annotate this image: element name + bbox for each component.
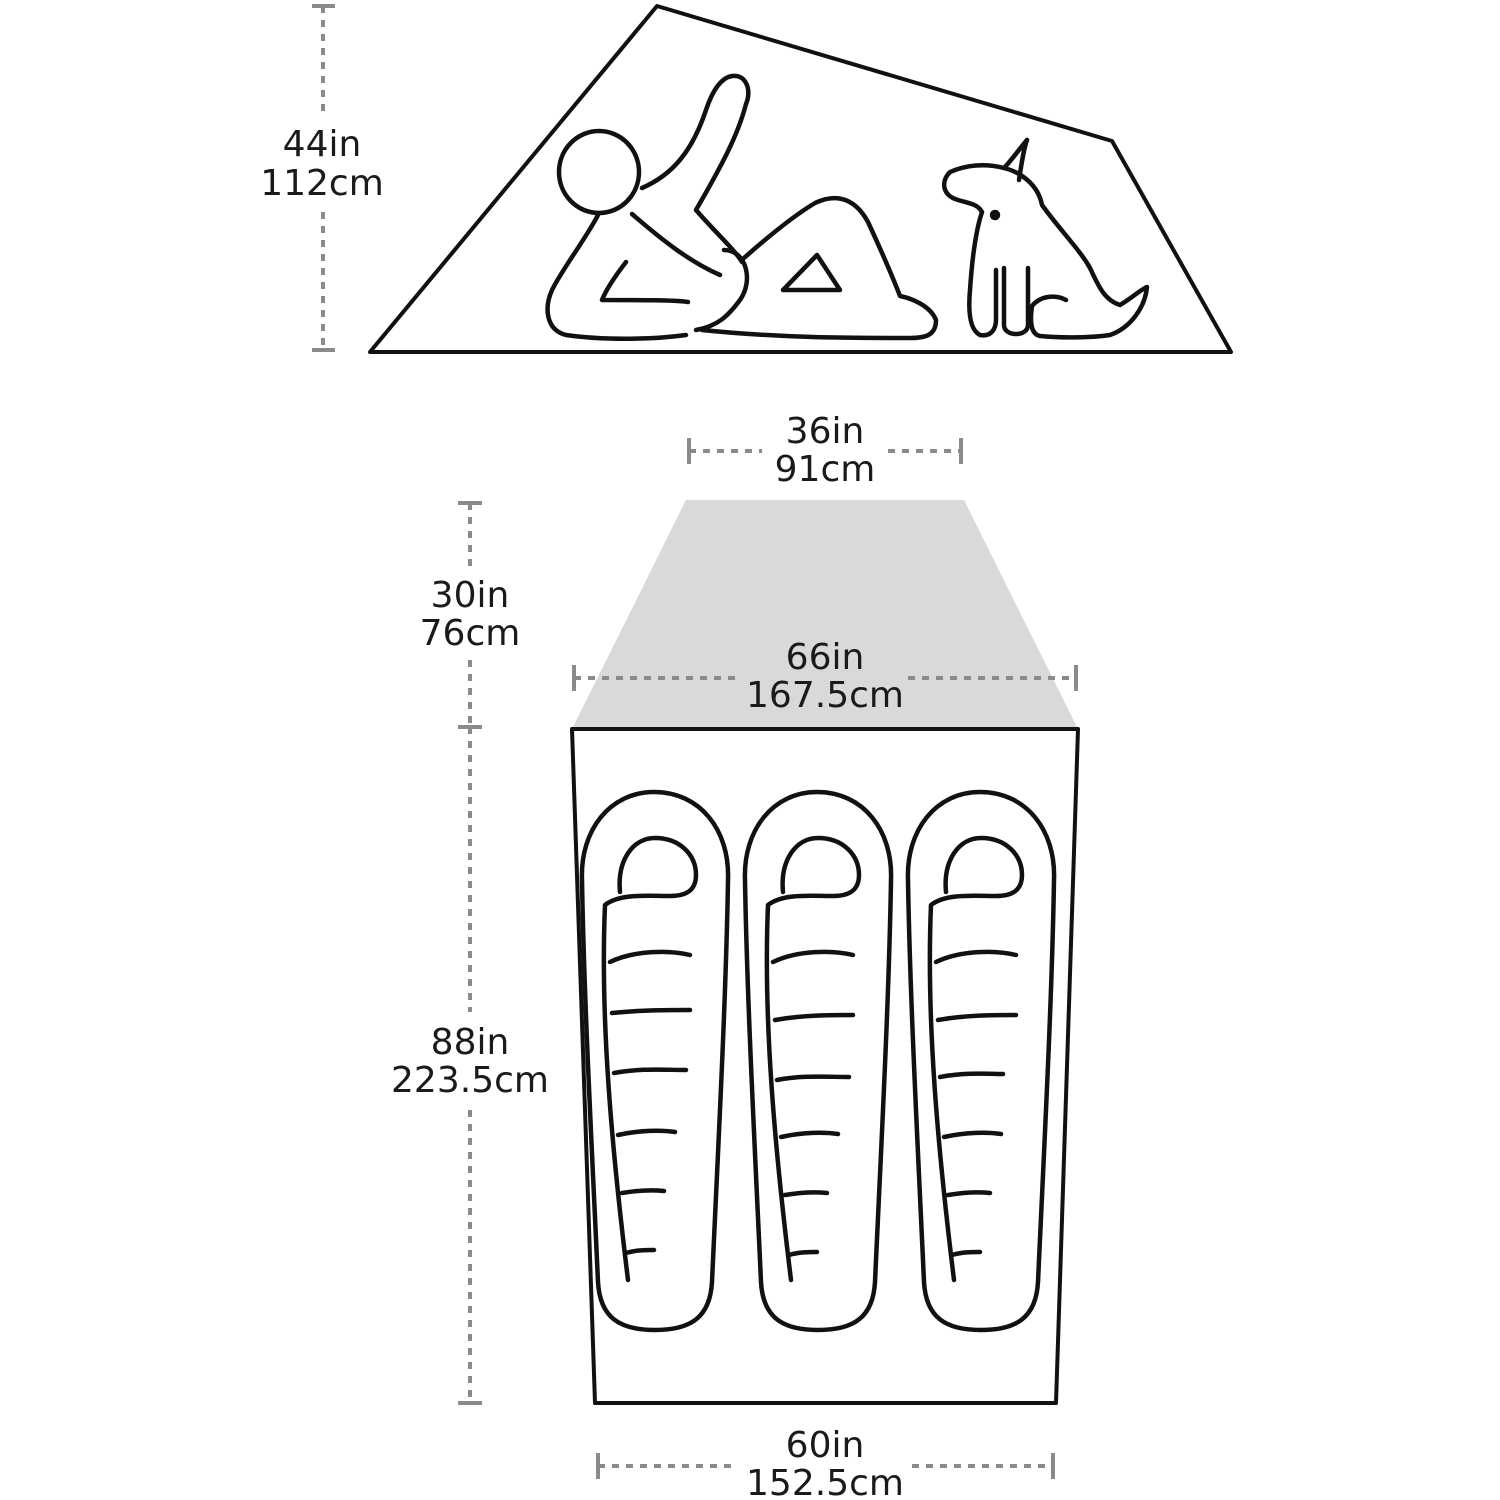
height-cm-label: 112cm	[260, 163, 384, 204]
vestibule-depth-in-label: 30in	[431, 575, 510, 616]
sleeping-bags	[579, 789, 1057, 1333]
height-dimension: 44in 112cm	[260, 4, 384, 352]
vestibule-depth-dimension: 30in 76cm	[420, 501, 521, 729]
vestibule-area	[572, 500, 1078, 729]
vestibule-top-dimension: 36in 91cm	[687, 411, 963, 490]
foot-width-cm-label: 152.5cm	[746, 1463, 904, 1500]
person-reclining-icon	[545, 73, 939, 341]
vestibule-top-in-label: 36in	[786, 411, 865, 452]
dog-sitting-icon	[941, 137, 1150, 340]
side-view: 44in 112cm	[260, 4, 1233, 354]
head-width-in-label: 66in	[786, 637, 865, 678]
floor-plan: 36in 91cm 66in 167.5cm 60in 152.5cm	[391, 411, 1080, 1500]
head-width-cm-label: 167.5cm	[746, 675, 904, 716]
length-dimension: 88in 223.5cm	[391, 727, 549, 1405]
head-width-dimension: 66in 167.5cm	[572, 637, 1078, 716]
tent-floor	[570, 727, 1080, 1405]
length-in-label: 88in	[431, 1022, 510, 1063]
tent-side-profile	[368, 4, 1233, 354]
foot-width-in-label: 60in	[786, 1425, 865, 1466]
sleeping-bag-icon	[742, 789, 894, 1333]
vestibule-depth-cm-label: 76cm	[420, 613, 521, 654]
sleeping-bag-icon	[905, 789, 1057, 1333]
sleeping-bag-icon	[579, 789, 731, 1333]
length-cm-label: 223.5cm	[391, 1060, 549, 1101]
foot-width-dimension: 60in 152.5cm	[596, 1425, 1055, 1500]
height-in-label: 44in	[283, 124, 362, 165]
vestibule-top-cm-label: 91cm	[775, 449, 876, 490]
